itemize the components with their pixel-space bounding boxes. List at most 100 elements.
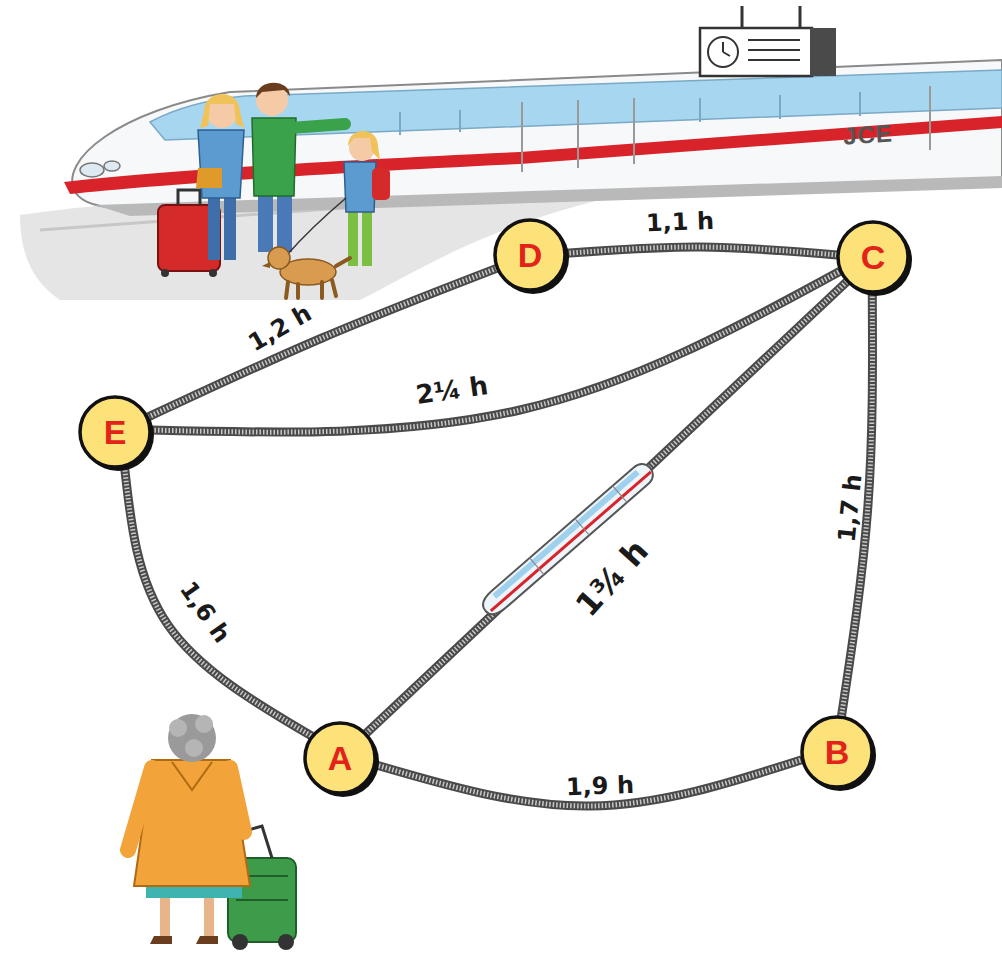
station-letter: C [861,240,886,274]
traveller-part [168,714,216,762]
rail-track [125,467,312,736]
station-sign-part [708,37,738,67]
station-sign-part [723,42,730,56]
family-part [277,190,292,252]
station-circle [73,390,157,474]
ice-train-part [779,95,781,119]
station-letter: D [518,238,543,272]
track-sleepers [366,282,847,734]
track-sleepers [566,247,837,255]
family [158,83,390,277]
station-circle [831,215,915,299]
station-sign-part [810,28,836,76]
station-letter: A [328,741,353,775]
traveller-part [232,934,248,950]
family-part [196,168,222,188]
dog-part [268,247,290,269]
rail-track [148,268,497,417]
rail-track [841,293,872,716]
family-part [362,208,372,266]
traveller [128,714,296,950]
family-part [372,168,390,200]
track-sleepers [375,760,801,806]
travel-time: 2¼ h [414,370,490,410]
traveller-part [160,896,170,936]
train-lettering: JCE [842,119,894,150]
mini-train [478,460,657,620]
ice-train-part [859,92,861,116]
track-sleepers [148,268,497,417]
family-part [161,269,169,277]
track-outline [375,760,801,806]
mini-train-part [478,460,657,620]
track-sleepers [841,293,872,716]
ice-train-part [929,86,931,150]
ice-train-part [521,102,523,172]
ice-train-part [459,110,461,132]
station-node: A [304,722,376,794]
station-node: C [837,221,909,293]
family-part [348,131,380,160]
station-circle [488,213,572,297]
circle-fill [838,222,908,292]
family-part [178,190,200,205]
rail-track [375,760,801,806]
traveller-part [169,719,187,737]
ice-train-part [799,6,802,30]
track-outline [366,282,847,734]
track-outline [148,268,497,417]
traveller-part [150,936,218,944]
station-circle [298,716,382,800]
circle-shadow [307,725,379,797]
travel-time: 1,6 h [174,576,236,648]
travel-time: 1,1 h [646,207,715,237]
ice-train-part [633,98,635,164]
family-part [286,198,346,256]
ice-train-part [104,161,120,171]
track-outline [151,271,840,432]
family-part [258,190,273,252]
family-part [224,195,236,260]
circle-fill [495,220,565,290]
station-sign-part [748,40,800,60]
circle-fill [802,717,872,787]
circle-fill [305,723,375,793]
station-sign [700,28,836,76]
dog-part [262,262,270,268]
travel-time: 1¾ h [568,532,656,624]
station-node: E [79,396,151,468]
track-sleepers [125,467,312,736]
track-outline [125,467,312,736]
ice-train-part [741,6,744,30]
station-letter: B [825,735,850,769]
family-part [344,162,376,212]
family-part [200,94,244,128]
circle-shadow [804,719,876,791]
ice-train [64,6,1002,216]
rail-track [151,271,840,432]
station-sign-part [700,28,812,76]
rail-track [566,247,837,255]
dog-part [286,258,350,298]
travel-time: 1,2 h [244,299,317,357]
travel-time: 1,9 h [566,771,635,801]
traveller-part [278,934,294,950]
dog [262,247,350,298]
mini-train-part [492,470,639,599]
circle-fill [80,397,150,467]
track-outline [566,247,837,255]
station-circle [795,710,879,794]
family-part [290,124,345,128]
rail-track [366,282,847,734]
travel-time: 1,7 h [833,473,868,544]
traveller-part [195,715,213,733]
circle-shadow [497,222,569,294]
mini-train-part [530,486,627,575]
family-part [208,195,220,260]
traveller-part [172,762,212,790]
